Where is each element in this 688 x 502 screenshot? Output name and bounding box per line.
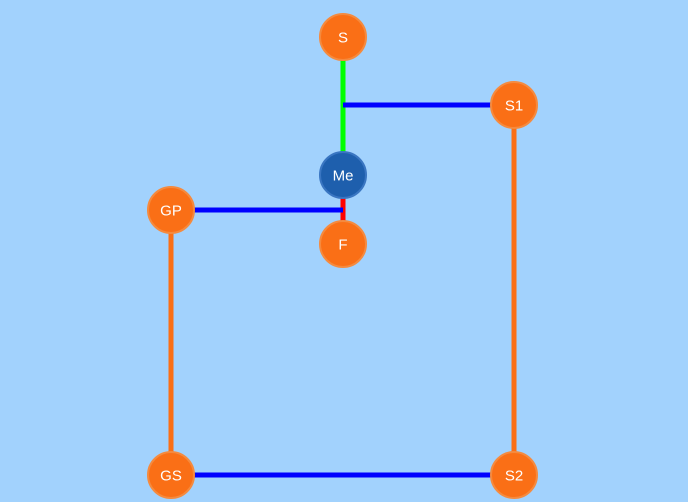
node-s1[interactable]: S1 [490,81,538,129]
node-label: F [338,237,347,254]
node-circle[interactable] [490,81,538,129]
node-gs[interactable]: GS [147,451,195,499]
node-label: S1 [505,98,523,115]
node-label: Me [333,168,354,185]
node-circle[interactable] [319,13,367,61]
node-circle[interactable] [147,186,195,234]
node-label: S [338,30,348,47]
node-circle[interactable] [490,451,538,499]
node-gp[interactable]: GP [147,186,195,234]
node-circle[interactable] [319,151,367,199]
node-label: S2 [505,468,523,485]
node-label: GS [160,468,182,485]
node-circle[interactable] [147,451,195,499]
node-s2[interactable]: S2 [490,451,538,499]
node-f[interactable]: F [319,220,367,268]
node-label: GP [160,203,182,220]
node-me[interactable]: Me [319,151,367,199]
node-circle[interactable] [319,220,367,268]
node-s[interactable]: S [319,13,367,61]
